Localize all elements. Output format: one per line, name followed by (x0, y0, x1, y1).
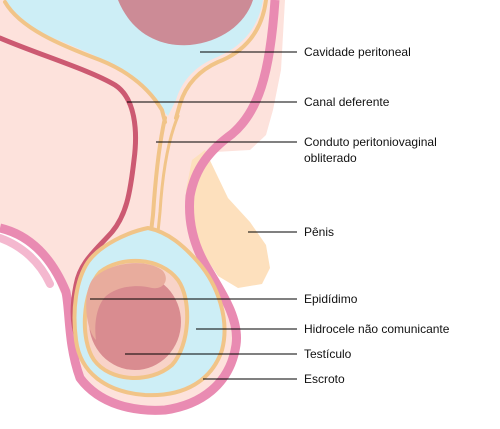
label-scrotum: Escroto (304, 372, 345, 386)
epididymis-shape (86, 263, 166, 340)
label-penis: Pênis (304, 225, 334, 239)
leader-lines (90, 51, 297, 380)
label-hydrocele: Hidrocele não comunicante (304, 322, 450, 336)
bowel-loop (118, 0, 253, 46)
label-obliterated-duct-line2: obliterado (304, 151, 357, 165)
label-testis: Testículo (304, 347, 352, 361)
peritoneum-lining-right (174, 0, 268, 120)
peritoneum-lining (3, 0, 167, 124)
label-peritoneal-cavity: Cavidade peritoneal (304, 45, 411, 59)
penis-shape (186, 150, 270, 288)
skin-outer-lower (0, 0, 280, 415)
skin-inner-lower (0, 234, 54, 288)
label-obliterated-duct-line1: Conduto peritoniovaginal (304, 135, 437, 149)
vas-deferens-shape (0, 35, 138, 343)
label-vas-deferens: Canal deferente (304, 95, 390, 109)
obliterated-duct-right (156, 114, 180, 234)
label-epididymis: Epidídimo (304, 292, 358, 306)
obliterated-duct (149, 116, 167, 234)
testis-shape (89, 274, 181, 370)
